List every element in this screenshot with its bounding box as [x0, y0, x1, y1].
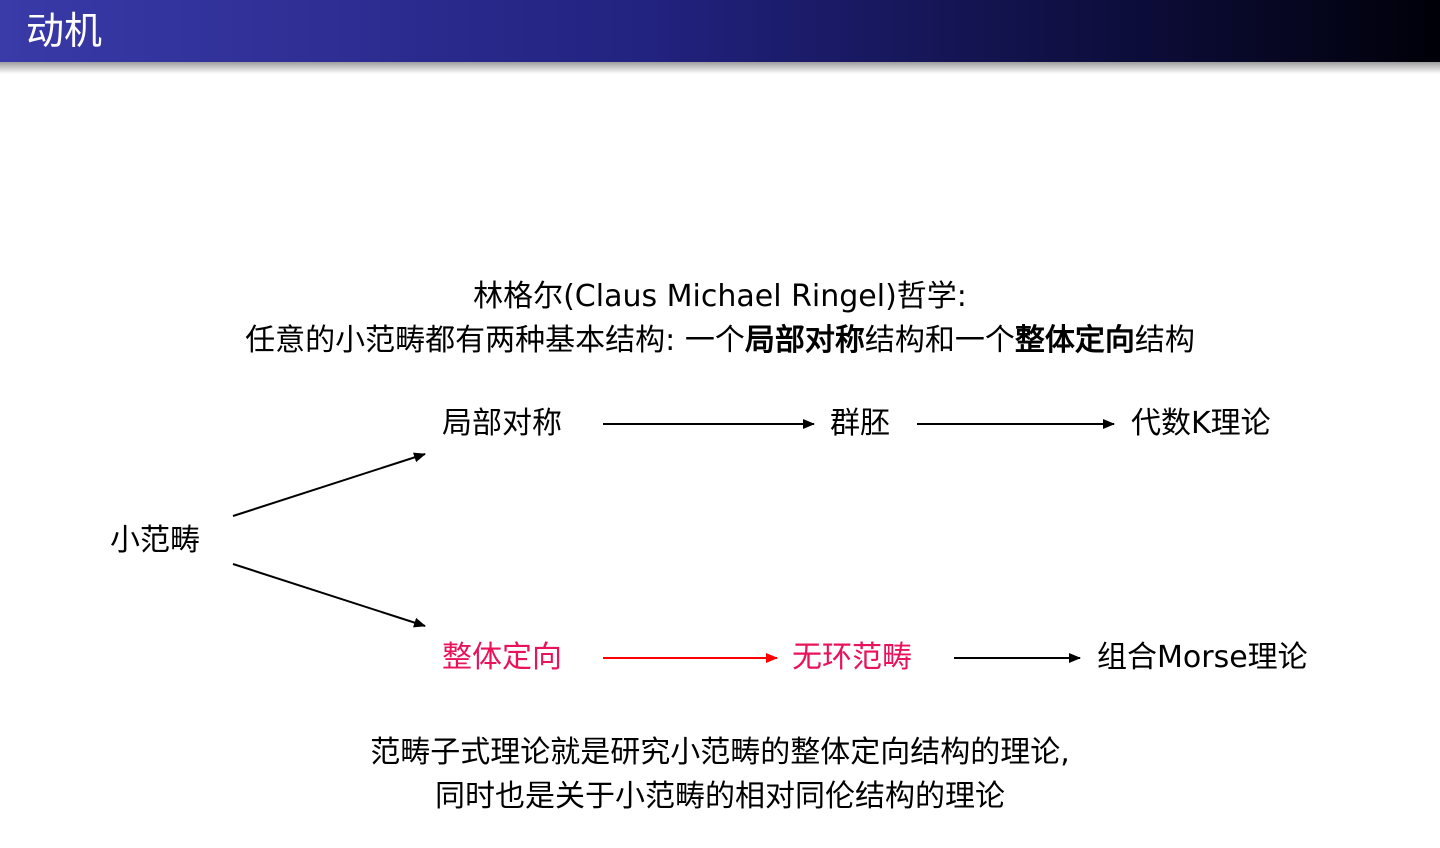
- title-bar: [0, 0, 1440, 62]
- statement-text-3: 结构: [1134, 323, 1195, 358]
- conclusion-line-2: 同时也是关于小范畴的相对同伦结构的理论: [435, 779, 1005, 814]
- statement-text-1: 任意的小范畴都有两种基本结构: 一个: [245, 323, 745, 358]
- node-algebraic-k-theory: 代数K理论: [1131, 406, 1271, 441]
- philosophy-heading: 林格尔(Claus Michael Ringel)哲学:: [473, 279, 967, 314]
- node-groupoid: 群胚: [830, 406, 890, 441]
- statement-bold-local-symmetry: 局部对称: [744, 323, 865, 358]
- statement-bold-global-orientation: 整体定向: [1014, 323, 1135, 358]
- arrow-source-to-local-symmetry: [232, 452, 426, 517]
- node-global-orientation: 整体定向: [442, 640, 562, 675]
- title-bar-shadow: [0, 62, 1440, 74]
- conclusion-line-1: 范畴子式理论就是研究小范畴的整体定向结构的理论,: [370, 735, 1070, 770]
- node-acyclic-category: 无环范畴: [792, 640, 912, 675]
- node-local-symmetry: 局部对称: [442, 406, 562, 441]
- statement-text-2: 结构和一个: [864, 323, 1015, 358]
- node-small-category: 小范畴: [110, 523, 200, 558]
- slide-title: 动机: [26, 9, 103, 53]
- arrow-source-to-global-orientation: [232, 563, 426, 628]
- node-combinatorial-morse-theory: 组合Morse理论: [1097, 640, 1308, 675]
- philosophy-statement: 任意的小范畴都有两种基本结构: 一个局部对称结构和一个整体定向结构: [0, 321, 1440, 361]
